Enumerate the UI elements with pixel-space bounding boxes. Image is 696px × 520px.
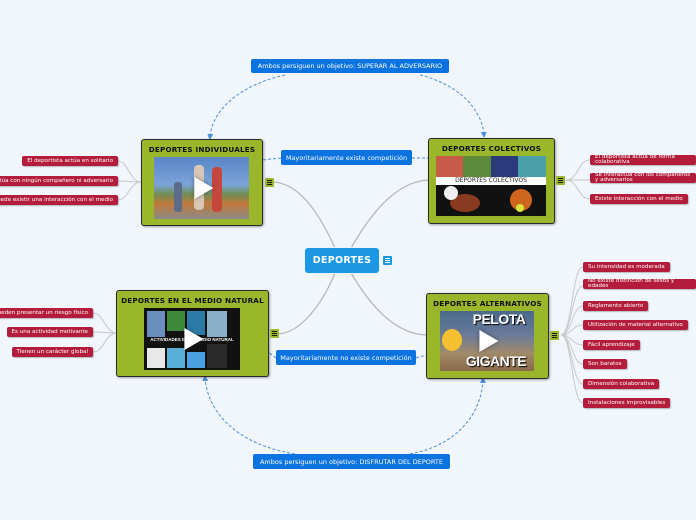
notes-icon[interactable]	[556, 176, 565, 185]
subtopic-alternativos-3[interactable]: Reglamento abierto	[583, 301, 649, 311]
relation-text: Mayoritariamente existe competición	[285, 153, 408, 162]
connector-leaf	[565, 179, 591, 200]
topic-deportes-alternativos[interactable]: DEPORTES ALTERNATIVOS PELOTA GIGANTE	[426, 293, 549, 379]
relation-lower-mid-right	[415, 354, 427, 359]
subtopic-alternativos-2[interactable]: No existe distinción de sexos y edades	[583, 278, 696, 289]
notes-icon[interactable]	[383, 256, 392, 265]
subtopic-colectivos-3[interactable]: Existe interacción con el medio	[590, 194, 688, 204]
topic-title: DEPORTES INDIVIDUALES	[148, 145, 256, 154]
connector-leaf	[560, 324, 584, 336]
notes-icon[interactable]	[265, 178, 274, 187]
relation-label-no-existe-competicion[interactable]: Mayoritariamente no existe competición	[276, 350, 416, 365]
connector-leaf	[560, 305, 584, 336]
connector-leaf	[117, 181, 142, 201]
relation-upper-mid-left	[261, 157, 282, 161]
relation-bottom-left	[202, 375, 296, 455]
connector-leaf	[92, 332, 118, 353]
connector-leaf	[560, 334, 584, 365]
subtopic-natural-3[interactable]: Tienen un carácter global	[11, 347, 93, 357]
topic-title: DEPORTES ALTERNATIVOS	[433, 299, 542, 308]
relation-label-existe-competicion[interactable]: Mayoritariamente existe competición	[281, 150, 412, 165]
connector-central-colectivos	[350, 179, 429, 249]
subtopic-individuales-1[interactable]: El deportista actúa en solitario	[22, 156, 118, 166]
subtopic-individuales-2[interactable]: No actúa con ningún compañero ni adversa…	[0, 176, 118, 186]
relation-label-disfrutar[interactable]: Ambos persiguen un objetivo: DISFRUTAR D…	[253, 454, 450, 469]
connector-central-individuales	[272, 181, 336, 249]
topic-deportes-individuales[interactable]: DEPORTES INDIVIDUALES	[141, 139, 263, 226]
video-thumbnail[interactable]	[154, 157, 249, 219]
video-thumbnail[interactable]: ACTIVIDADES EN EL MEDIO NATURAL	[144, 308, 240, 370]
subtopic-alternativos-5[interactable]: Fácil aprendizaje	[583, 340, 640, 350]
connector-leaf	[117, 160, 142, 183]
relation-top-left	[207, 74, 286, 140]
notes-icon[interactable]	[550, 331, 559, 340]
topic-image: DEPORTES COLECTIVOS	[436, 156, 546, 216]
relation-text: Ambos persiguen un objetivo: DISFRUTAR D…	[259, 457, 444, 466]
relation-text: Mayoritariamente no existe competición	[280, 353, 412, 362]
scared-emoji-icon	[442, 329, 462, 351]
play-icon[interactable]	[193, 177, 213, 199]
topic-deportes-medio-natural[interactable]: DEPORTES EN EL MEDIO NATURAL ACTIVIDADES…	[116, 290, 269, 377]
connector-central-natural	[277, 272, 336, 335]
subtopic-individuales-3[interactable]: Puede existir una interacción con el med…	[0, 195, 118, 205]
subtopic-alternativos-6[interactable]: Son baratos	[583, 359, 627, 369]
play-icon[interactable]	[479, 330, 499, 352]
relation-text: Ambos persiguen un objetivo: SUPERAR AL …	[257, 62, 443, 70]
central-topic-label: DEPORTES	[312, 255, 372, 266]
connector-leaf	[560, 334, 584, 404]
subtopic-colectivos-1[interactable]: El deportista actúa de forma colaborativ…	[590, 154, 696, 165]
subtopic-alternativos-1[interactable]: Su intensidad es moderada	[583, 262, 670, 272]
subtopic-alternativos-4[interactable]: Utilización de material alternativo	[583, 320, 688, 330]
relation-label-superar[interactable]: Ambos persiguen un objetivo: SUPERAR AL …	[251, 59, 449, 73]
subtopic-alternativos-7[interactable]: Dimensión colaborativa	[583, 379, 660, 389]
image-caption-bottom: GIGANTE	[465, 353, 527, 369]
video-thumbnail[interactable]: PELOTA GIGANTE	[440, 311, 534, 371]
relation-top-right	[419, 74, 487, 138]
image-caption: DEPORTES COLECTIVOS	[436, 177, 546, 185]
relation-bottom-right	[409, 377, 486, 455]
subtopic-alternativos-8[interactable]: Instalaciones improvisables	[583, 398, 671, 408]
image-caption-top: PELOTA	[472, 311, 526, 327]
connector-leaf	[92, 312, 118, 334]
subtopic-natural-2[interactable]: Es una actividad motivante	[6, 327, 93, 337]
subtopic-colectivos-2[interactable]: Se interactúa con los compañeros y adver…	[590, 172, 696, 183]
notes-icon[interactable]	[270, 329, 279, 338]
central-topic[interactable]: DEPORTES	[305, 248, 379, 273]
connector-leaf	[117, 180, 142, 183]
topic-title: DEPORTES EN EL MEDIO NATURAL	[121, 296, 264, 305]
connector-leaf	[560, 285, 584, 336]
connector-leaf	[565, 159, 591, 181]
connector-leaf	[560, 266, 584, 336]
topic-deportes-colectivos[interactable]: DEPORTES COLECTIVOS DEPORTES COLECTIVOS	[428, 138, 555, 224]
subtopic-natural-1[interactable]: Pueden presentar un riesgo físico	[0, 308, 93, 318]
connector-leaf	[92, 331, 118, 334]
play-icon[interactable]	[184, 328, 204, 350]
relation-lower-mid-left	[267, 351, 277, 359]
connector-leaf	[560, 334, 584, 385]
connector-central-alternativos	[350, 272, 429, 336]
connector-leaf	[560, 334, 584, 346]
topic-title: DEPORTES COLECTIVOS	[441, 144, 542, 153]
